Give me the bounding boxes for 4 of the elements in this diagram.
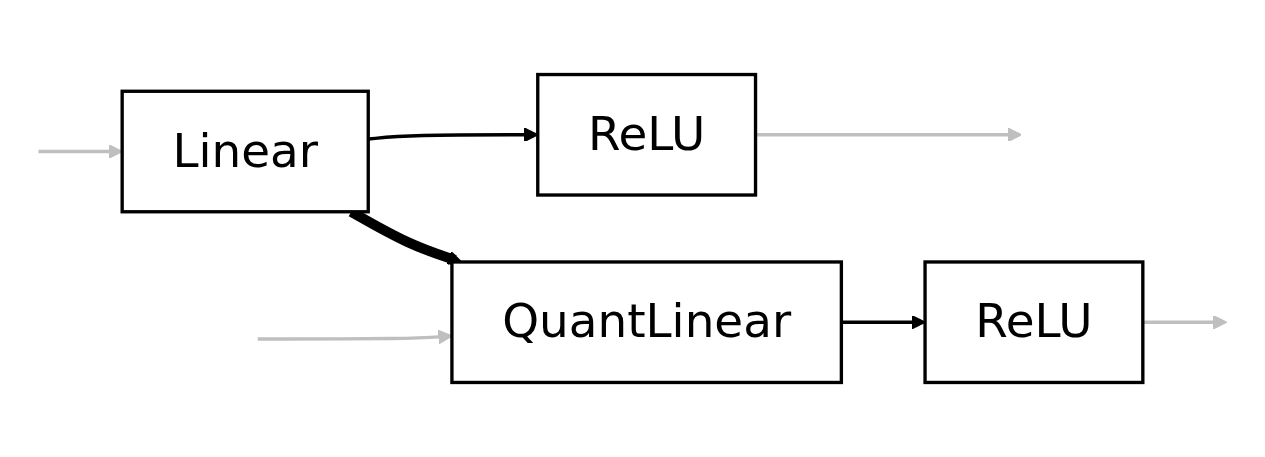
node-box: Linear [120,89,370,214]
node-box: QuantLinear [450,260,844,385]
node-box: ReLU [923,260,1145,385]
node-box: ReLU [536,72,758,197]
